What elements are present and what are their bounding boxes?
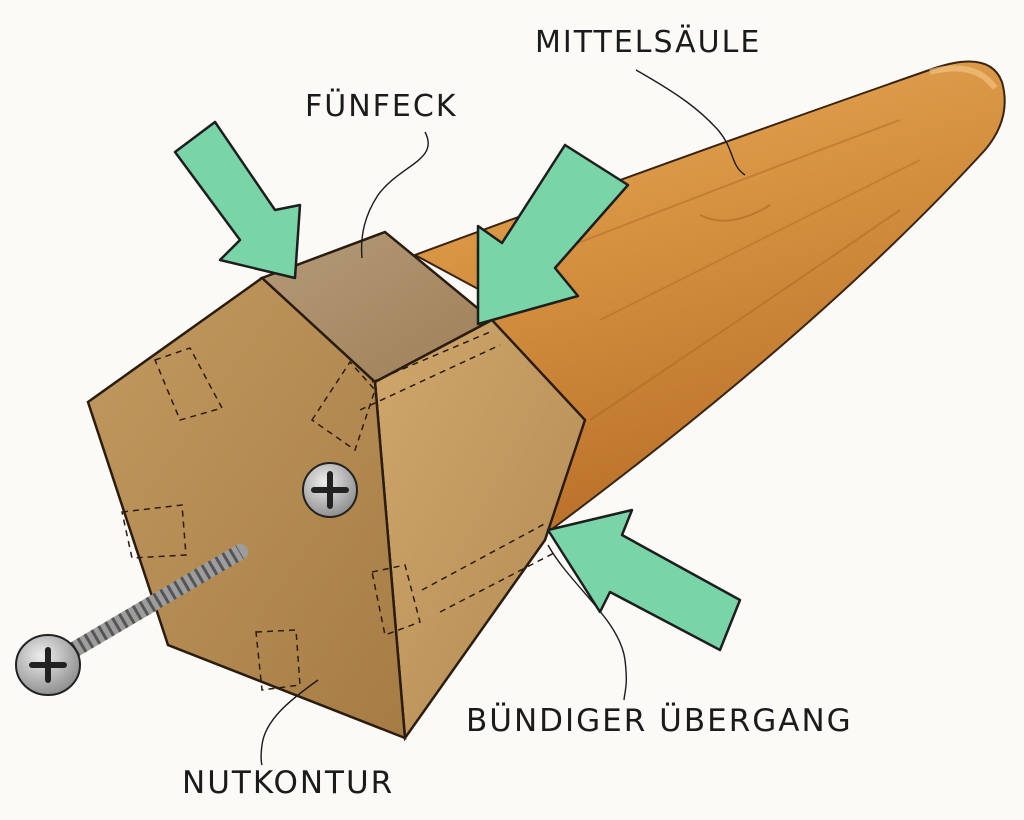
label-column: MITTELSÄULE bbox=[535, 25, 762, 60]
label-groove-contour: NUTKONTUR bbox=[182, 765, 395, 801]
arrow-icon bbox=[476, 143, 630, 326]
screw-head-icon bbox=[302, 462, 358, 518]
label-flush-transition: BÜNDIGER ÜBERGANG bbox=[466, 703, 853, 739]
label-pentagon: FÜNFECK bbox=[305, 89, 458, 124]
arrow-icon bbox=[173, 120, 302, 280]
arrow-icon bbox=[546, 508, 742, 652]
screw-icon bbox=[15, 544, 248, 696]
leader-lines bbox=[260, 69, 746, 766]
arrows bbox=[173, 120, 742, 652]
